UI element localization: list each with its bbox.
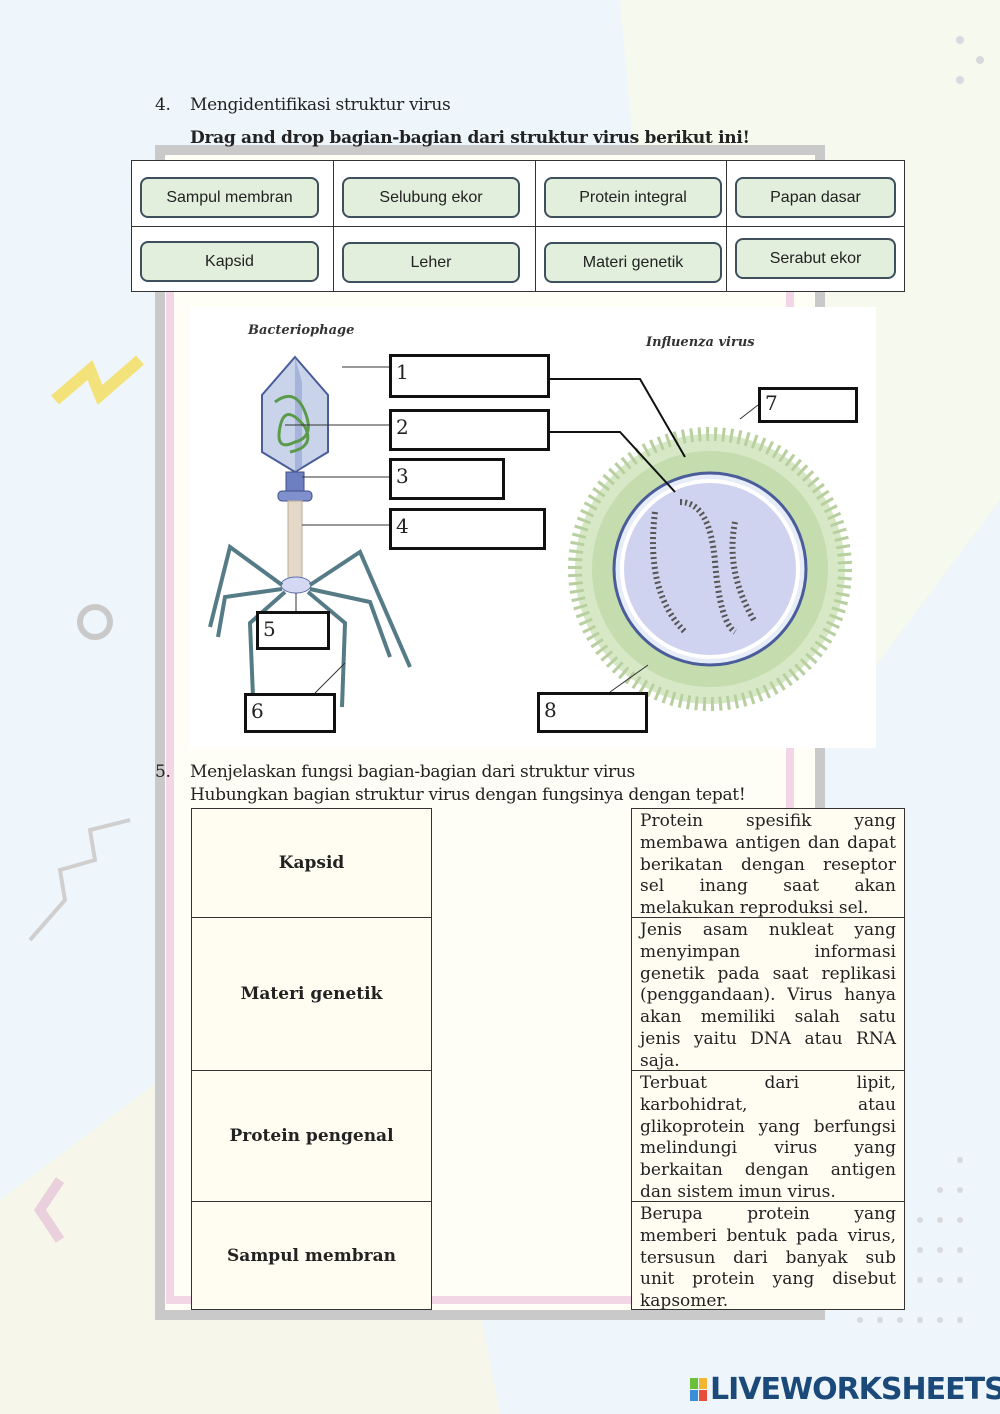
liveworksheets-logo: LIVEWORKSHEETS <box>690 1372 1000 1407</box>
question-5-instruction: Hubungkan bagian struktur virus dengan f… <box>190 785 746 805</box>
option-cell: Papan dasar <box>727 161 904 227</box>
part-label: Materi genetik <box>240 984 383 1004</box>
function-item[interactable]: Jenis asam nukleat yang menyimpan inform… <box>632 918 904 1071</box>
drag-chip-materi-genetik[interactable]: Materi genetik <box>544 242 722 283</box>
drag-chip-papan-dasar[interactable]: Papan dasar <box>735 177 896 218</box>
drag-chip-leher[interactable]: Leher <box>342 242 520 283</box>
part-materi-genetik[interactable]: Materi genetik <box>192 918 431 1071</box>
functions-table: Protein spesifik yang membawa antigen da… <box>631 808 905 1312</box>
drop-zone-7[interactable]: 7 <box>758 387 858 423</box>
part-label: Protein pengenal <box>229 1126 394 1146</box>
question-4-instruction: Drag and drop bagian-bagian dari struktu… <box>190 128 750 148</box>
part-label: Kapsid <box>278 853 345 873</box>
part-label: Sampul membran <box>227 1246 396 1266</box>
part-protein-pengenal[interactable]: Protein pengenal <box>192 1071 431 1202</box>
virus-structure-diagram: Bacteriophage Influenza virus 1 2 3 4 5 … <box>190 307 876 748</box>
question-4-title: Mengidentifikasi struktur virus <box>190 95 451 115</box>
question-5-title: Menjelaskan fungsi bagian-bagian dari st… <box>190 762 635 782</box>
drag-chip-protein-integral[interactable]: Protein integral <box>544 177 722 218</box>
question-5-number: 5. <box>155 762 171 782</box>
drag-chip-sampul-membran[interactable]: Sampul membran <box>140 177 319 218</box>
part-sampul-membran[interactable]: Sampul membran <box>192 1202 431 1310</box>
part-kapsid[interactable]: Kapsid <box>192 809 431 918</box>
function-item[interactable]: Terbuat dari lipit, karbohidrat, atau gl… <box>632 1071 904 1202</box>
drop-zone-6[interactable]: 6 <box>244 693 336 733</box>
influenza-drawing <box>550 378 852 711</box>
influenza-label: Influenza virus <box>646 335 755 350</box>
drop-zone-2[interactable]: 2 <box>389 409 550 451</box>
function-item[interactable]: Berupa protein yang memberi bentuk pada … <box>640 1204 896 1312</box>
option-cell: Materi genetik <box>536 227 727 291</box>
drop-zone-4[interactable]: 4 <box>389 508 546 550</box>
drag-chip-kapsid[interactable]: Kapsid <box>140 241 319 282</box>
option-cell: Selubung ekor <box>334 161 536 227</box>
drop-zone-3[interactable]: 3 <box>389 458 505 500</box>
question-4-number: 4. <box>155 95 171 115</box>
drag-options-table: Sampul membran Selubung ekor Protein int… <box>131 160 905 292</box>
option-cell: Protein integral <box>536 161 727 227</box>
drop-zone-8[interactable]: 8 <box>537 692 648 733</box>
parts-table: Kapsid Materi genetik Protein pengenal S… <box>191 808 432 1310</box>
bacteriophage-label: Bacteriophage <box>248 323 355 338</box>
logo-text: LIVEWORKSHEETS <box>710 1372 1000 1407</box>
function-item[interactable]: Protein spesifik yang membawa antigen da… <box>632 809 904 918</box>
option-cell: Kapsid <box>132 227 334 291</box>
bacteriophage-drawing <box>208 355 412 708</box>
virus-illustration <box>208 355 852 711</box>
option-cell: Serabut ekor <box>727 227 904 291</box>
drag-chip-selubung-ekor[interactable]: Selubung ekor <box>342 177 520 218</box>
drop-zone-1[interactable]: 1 <box>389 354 550 398</box>
option-cell: Sampul membran <box>132 161 334 227</box>
logo-badge-icon <box>690 1378 707 1401</box>
option-cell: Leher <box>334 227 536 291</box>
drop-zone-5[interactable]: 5 <box>256 611 330 650</box>
drag-chip-serabut-ekor[interactable]: Serabut ekor <box>735 238 896 279</box>
